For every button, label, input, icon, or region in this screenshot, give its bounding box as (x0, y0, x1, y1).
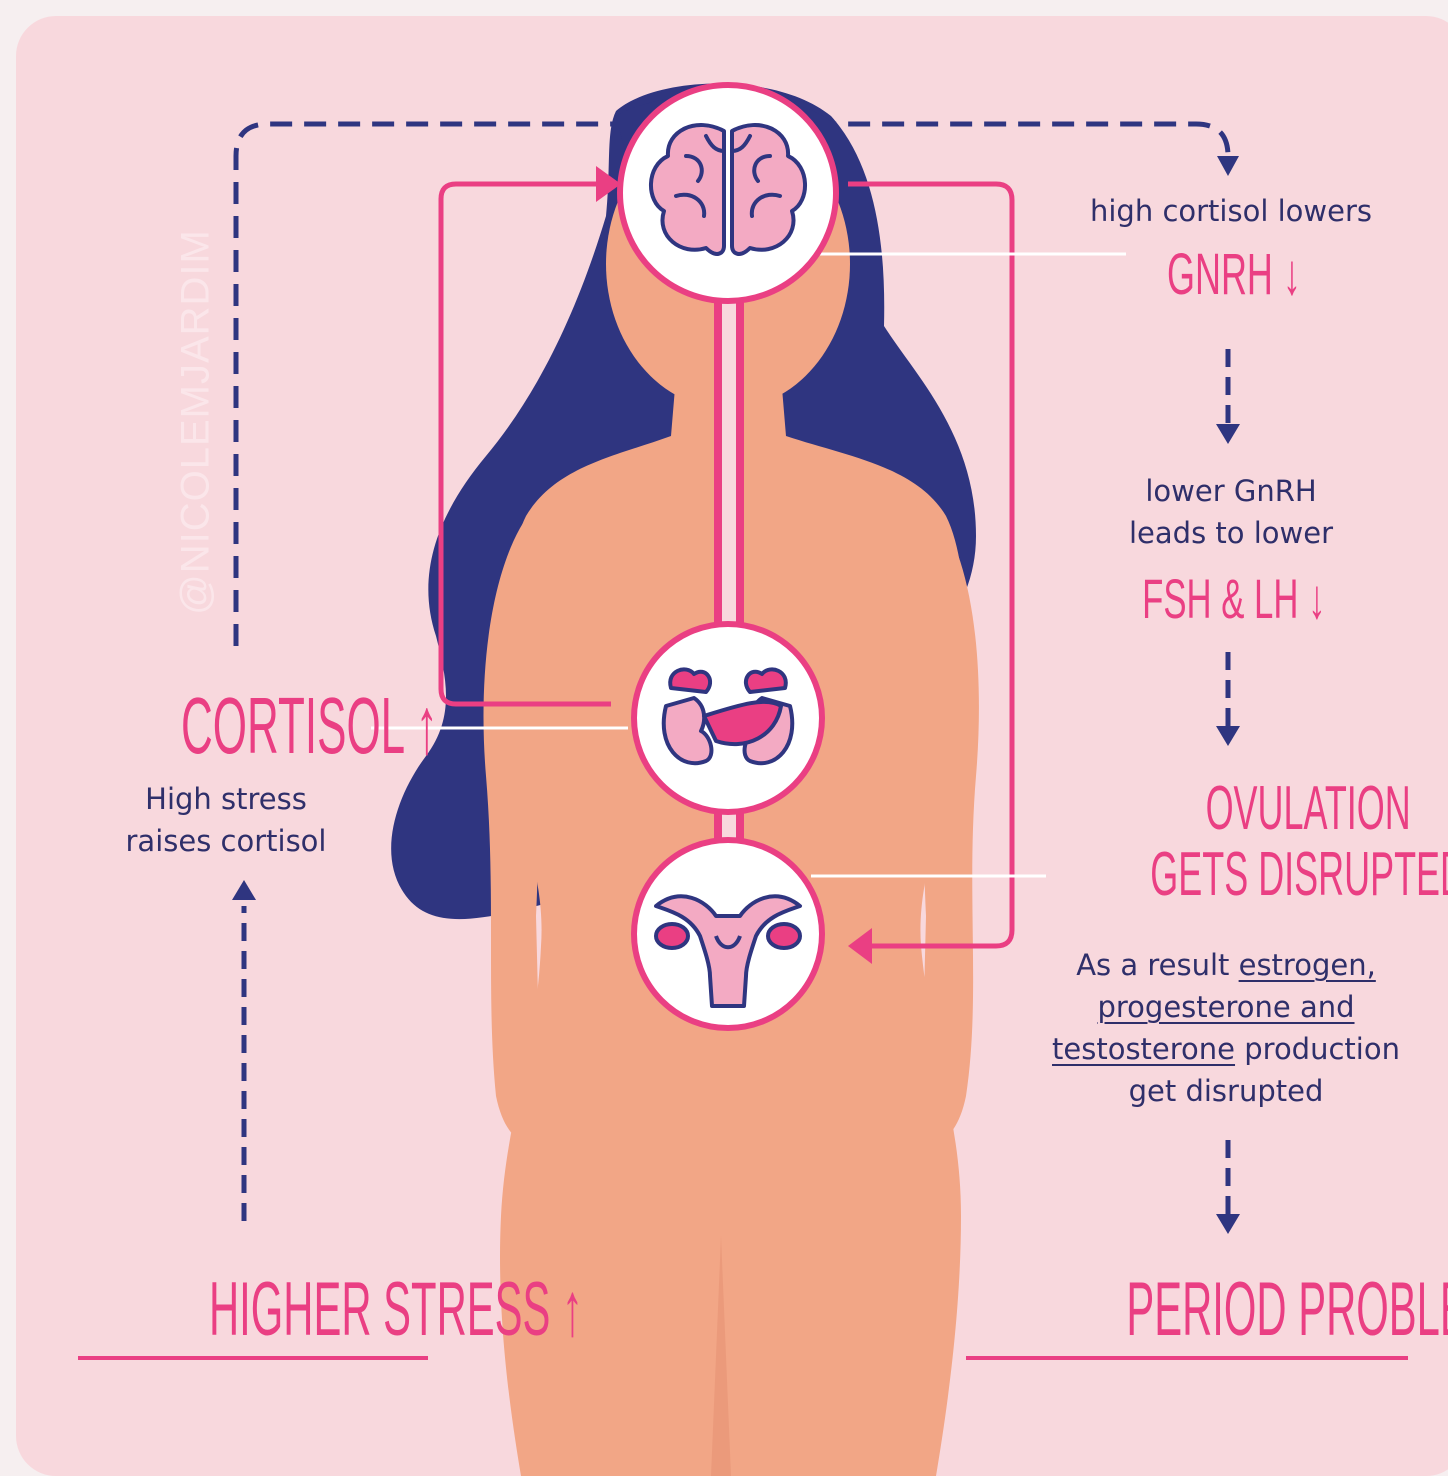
spine-line-fill (722, 296, 736, 636)
infographic-card: @NICOLEMJARDIM high cortisol lowers GNRH… (16, 16, 1448, 1476)
dashed-arrowhead-fsh (1216, 424, 1240, 444)
period-heading: PERIOD PROBLEMS (1126, 1266, 1448, 1353)
fsh-heading-wrap: FSH & LH ↓ (1086, 566, 1376, 631)
ovulation-heading: OVULATION GETS DISRUPTED (1150, 776, 1448, 908)
stress-heading-wrap: HIGHER STRESS ↑ (56, 1266, 476, 1353)
uterus-circle (634, 840, 822, 1028)
cortisol-caption: High stress raises cortisol (76, 778, 376, 862)
gnrh-down-arrow: ↓ (1283, 242, 1301, 307)
ovulation-heading-wrap: OVULATION GETS DISRUPTED (1036, 776, 1436, 908)
brain-circle (620, 85, 836, 301)
fsh-caption: lower GnRH leads to lower (1081, 470, 1381, 554)
ovulation-caption: As a result estrogen, progesterone and t… (1026, 944, 1426, 1112)
gnrh-heading: GNRH ↓ (1167, 241, 1301, 308)
cortisol-up-arrow: ↑ (416, 681, 438, 770)
spine-line-right (736, 296, 744, 636)
watermark: @NICOLEMJARDIM (174, 229, 219, 615)
dashed-arrowhead-cortisol (232, 880, 256, 900)
fsh-heading: FSH & LH ↓ (1142, 566, 1325, 631)
gnrh-caption: high cortisol lowers (1061, 190, 1401, 232)
fsh-down-arrow: ↓ (1308, 567, 1325, 630)
gnrh-heading-wrap: GNRH ↓ (1126, 241, 1336, 308)
period-heading-wrap: PERIOD PROBLEMS (961, 1266, 1411, 1353)
adrenal-circle (634, 624, 822, 812)
spine-line-left (714, 296, 722, 636)
dashed-arrowhead-period (1216, 1214, 1240, 1234)
dashed-arrowhead-gnrh (1217, 156, 1239, 176)
stress-heading: HIGHER STRESS ↑ (209, 1266, 583, 1353)
cortisol-heading-wrap: CORTISOL ↑ (76, 680, 376, 772)
dashed-arrowhead-ovulation (1216, 726, 1240, 746)
cortisol-heading: CORTISOL ↑ (181, 680, 438, 772)
stress-up-arrow: ↑ (562, 1267, 583, 1352)
